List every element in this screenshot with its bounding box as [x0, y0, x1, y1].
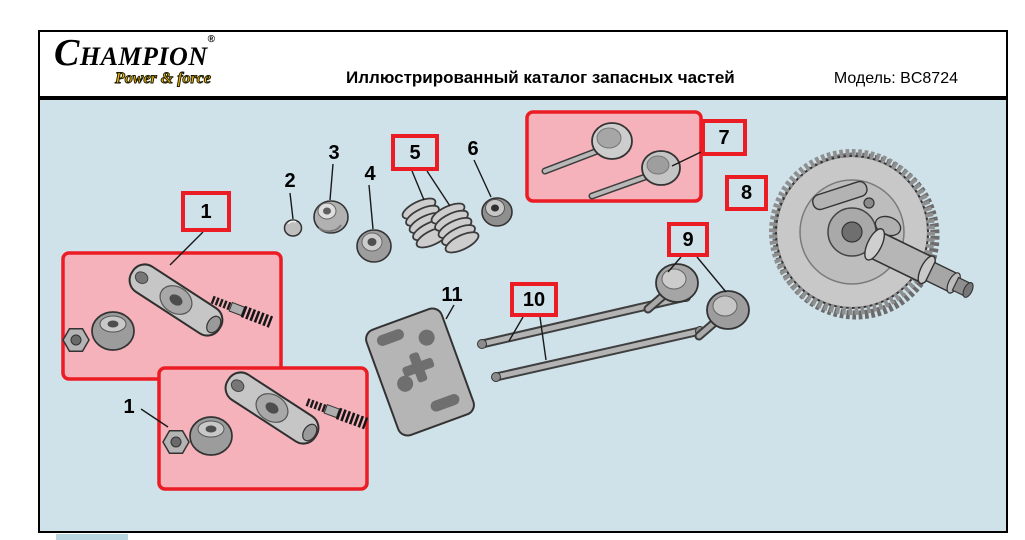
callout-1-box: 1: [181, 191, 231, 232]
callout-11: 11: [441, 284, 463, 306]
brand-line: CHAMPION®: [54, 34, 215, 74]
registered-mark: ®: [207, 34, 215, 45]
brand-name: CHAMPION: [54, 32, 208, 74]
callout-3: 3: [328, 142, 340, 164]
header: CHAMPION® Power & force Иллюстрированный…: [40, 32, 1006, 96]
page-bottom-strip: [56, 534, 128, 540]
model-label: Модель: BC8724: [833, 70, 958, 87]
callout-5-box: 5: [391, 134, 439, 171]
callout-7-box: 7: [701, 119, 747, 156]
callout-6: 6: [467, 138, 479, 160]
callout-2: 2: [284, 170, 296, 192]
header-divider: [40, 96, 1006, 100]
callout-9-box: 9: [667, 222, 709, 257]
champion-logo: CHAMPION® Power & force: [54, 34, 215, 87]
callout-8-box: 8: [725, 175, 768, 211]
catalog-title: Иллюстрированный каталог запасных частей: [346, 68, 735, 87]
callout-10-box: 10: [510, 282, 558, 317]
callout-1-plain: 1: [123, 396, 135, 418]
brand-tagline: Power & force: [115, 69, 212, 87]
callout-4: 4: [364, 163, 376, 185]
